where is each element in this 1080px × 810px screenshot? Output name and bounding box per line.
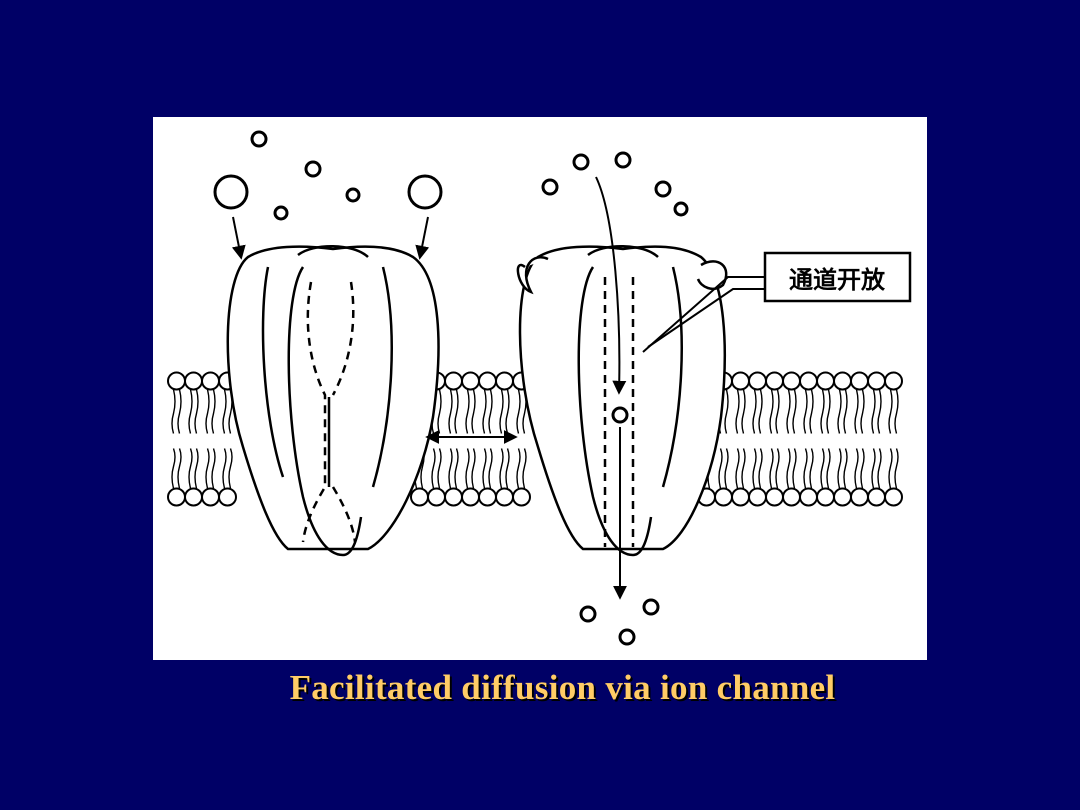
ion-channel-diagram: 通道开放 (167, 130, 912, 646)
open-channel-protein (516, 245, 728, 557)
callout-label: 通道开放 (789, 266, 886, 294)
slide-caption: Facilitated diffusion via ion channel (289, 668, 836, 707)
channel-open-callout: 通道开放 (642, 251, 912, 353)
closed-channel-protein (226, 245, 440, 557)
diagram-figure: 通道开放 (153, 117, 927, 660)
callout-box (763, 251, 912, 303)
lipid-bilayer (167, 371, 903, 507)
flow-arrows (231, 176, 627, 600)
ion-particles (213, 130, 689, 646)
